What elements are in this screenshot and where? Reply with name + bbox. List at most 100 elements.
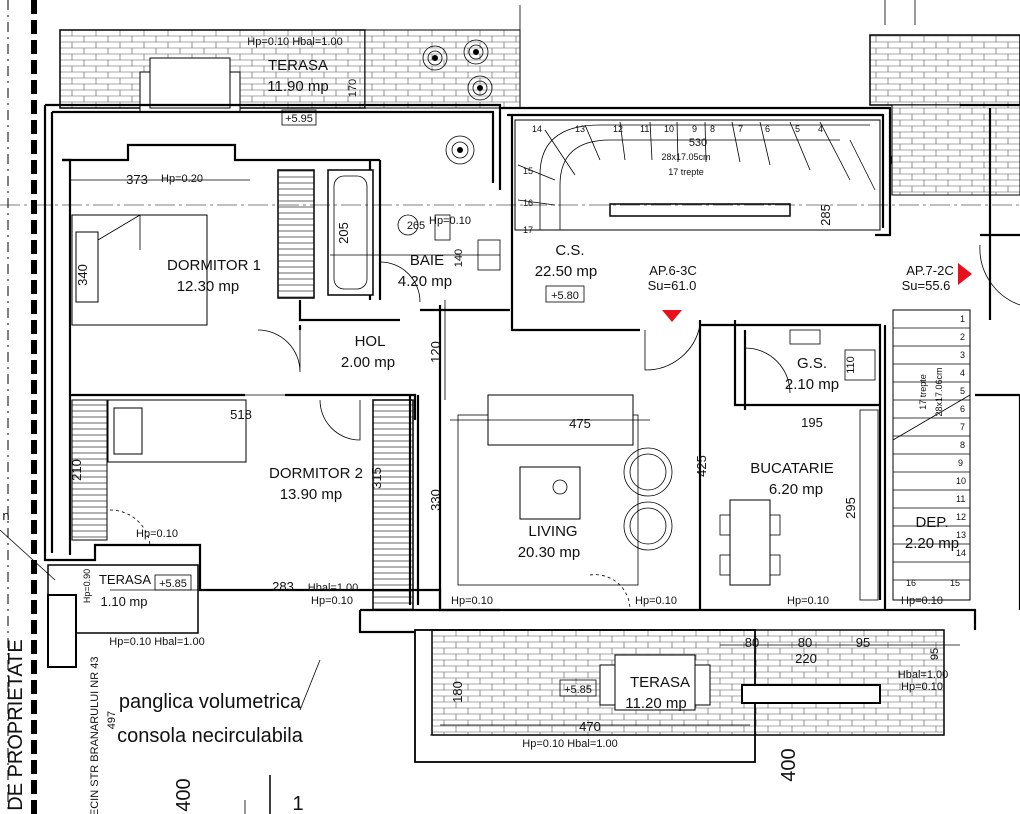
property-boundary — [7, 0, 37, 814]
stair-numbers-top: 14 13 12 11 10 9 8 7 6 5 4 — [532, 124, 823, 134]
stair-number: 11 — [640, 124, 649, 134]
property-label: DE PROPRIETATE — [5, 639, 27, 811]
hp-label-1: Hp=0.10 — [451, 595, 493, 607]
terrace-top-note: Hp=0.10 Hbal=1.00 — [247, 36, 342, 48]
dormitor2-name: DORMITOR 2 — [269, 465, 363, 482]
stair-number: 15 — [950, 578, 960, 588]
terrace-top-area: 11.90 mp — [267, 78, 328, 95]
hol-area: 2.00 mp — [341, 354, 395, 371]
hp-label-4: Hp=0.10 — [901, 595, 943, 607]
living-area: 20.30 mp — [518, 544, 581, 561]
terrace-bottom-note: Hp=0.10 Hbal=1.00 — [522, 738, 617, 750]
gs-name: G.S. — [797, 355, 827, 372]
dormitor2-area: 13.90 mp — [280, 486, 343, 503]
ap6-name: AP.6-3C — [649, 263, 696, 278]
bucatarie-name: BUCATARIE — [750, 460, 834, 477]
ap7-su: Su=55.6 — [902, 278, 951, 293]
terrace-small-hp-top: Hp=0.10 — [136, 528, 178, 540]
stair-number: 8 — [710, 124, 715, 134]
cs-name: C.S. — [555, 242, 584, 259]
living-name: LIVING — [528, 523, 577, 540]
dormitor1-name: DORMITOR 1 — [167, 257, 261, 274]
stair-numbers-left: 15 16 17 — [523, 166, 533, 235]
stair-number: 4 — [960, 368, 965, 378]
dormitor2-dim-w: 518 — [230, 407, 252, 422]
right-stairs-size: 28x17.06cm — [934, 367, 944, 416]
terrace-top — [59, 29, 521, 113]
neighbor-label: VECIN STR BRANARULUI NR 43 — [89, 657, 101, 814]
stair-number: 17 — [523, 225, 533, 235]
living-dim-2: 425 — [694, 455, 709, 477]
terrace-small-level: +5.85 — [159, 578, 187, 590]
terrace-small-hp-left: Hp=0.90 — [82, 569, 92, 603]
level-box — [559, 679, 597, 697]
gs-area: 2.10 mp — [785, 376, 839, 393]
bottom-dim-left: 400 — [173, 778, 195, 811]
stair-number: 13 — [575, 124, 585, 134]
cs-level: +5.80 — [551, 290, 579, 302]
terrace-small-name: TERASA — [99, 572, 151, 587]
dormitor2-hp: Hp=0.10 — [311, 595, 353, 607]
stair-number: 6 — [765, 124, 770, 134]
baie-note: Hp=0.10 — [429, 215, 471, 227]
bucatarie-area: 6.20 mp — [769, 481, 823, 498]
terrace-bottom-level: +5.85 — [564, 684, 592, 696]
stairs-dim2: 285 — [818, 204, 833, 226]
level-box — [545, 285, 585, 303]
baie-dim1: 205 — [336, 222, 351, 244]
stair-number: 14 — [532, 124, 542, 134]
closets — [71, 169, 414, 611]
stairs-right — [892, 309, 971, 601]
dormitor2-note: Hbal=1.00 — [308, 582, 358, 594]
neighbor-dim: 497 — [106, 711, 118, 729]
stair-number: 10 — [956, 476, 966, 486]
annotation-console: consola necirculabila — [117, 725, 304, 747]
terrace-bottom-dim-c: 95 — [856, 635, 870, 650]
corner-letter: n — [2, 508, 9, 523]
hp-label-3: Hp=0.10 — [787, 595, 829, 607]
terrace-top-level: +5.95 — [285, 113, 313, 125]
living-dim-h: 330 — [428, 489, 443, 511]
bottom-dim-right: 400 — [778, 748, 800, 781]
ap7-name: AP.7-2C — [906, 263, 953, 278]
terrace-top-name: TERASA — [268, 57, 328, 74]
dep-area: 2.20 mp — [905, 535, 959, 552]
stair-number: 8 — [960, 440, 965, 450]
ap6-su: Su=61.0 — [648, 278, 697, 293]
hol-name: HOL — [355, 333, 386, 350]
stairs-main — [514, 119, 881, 231]
level-box — [281, 109, 317, 126]
baie-dim3: 265 — [407, 220, 425, 232]
stair-number: 4 — [818, 124, 823, 134]
stair-number: 12 — [613, 124, 623, 134]
stair-number: 5 — [795, 124, 800, 134]
stair-number: 10 — [664, 124, 674, 134]
right-stairs-count: 17 trepte — [918, 374, 928, 410]
terrace-bottom-dim-w: 470 — [579, 719, 601, 734]
dormitor2-dim-wall: 315 — [369, 467, 384, 489]
terrace-top-dim: 170 — [347, 79, 359, 97]
stair-number: 15 — [523, 166, 533, 176]
terrace-small-note: Hp=0.10 Hbal=1.00 — [109, 636, 204, 648]
apartment-marker — [662, 310, 682, 322]
stair-number: 13 — [956, 530, 966, 540]
kitchen-furniture — [719, 409, 879, 601]
stair-number: 5 — [960, 386, 965, 396]
apartment-marker-right — [958, 263, 972, 285]
terrace-bottom-area: 11.20 mp — [625, 695, 686, 712]
stair-number: 12 — [956, 512, 966, 522]
baie-dim2: 140 — [453, 249, 465, 267]
terrace-top-right — [869, 34, 1020, 196]
dormitor1-note: Hp=0.20 — [161, 173, 203, 185]
bottom-num: 1 — [292, 793, 303, 814]
walls — [43, 103, 1020, 634]
dep-name: DEP. — [915, 514, 948, 531]
baie-area: 4.20 mp — [398, 273, 452, 290]
stair-number: 9 — [692, 124, 697, 134]
stair-number: 7 — [738, 124, 743, 134]
hp-label-2: Hp=0.10 — [635, 595, 677, 607]
terrace-bottom-name: TERASA — [630, 674, 690, 691]
stair-number: 16 — [906, 578, 916, 588]
dormitor1-area: 12.30 mp — [177, 278, 240, 295]
